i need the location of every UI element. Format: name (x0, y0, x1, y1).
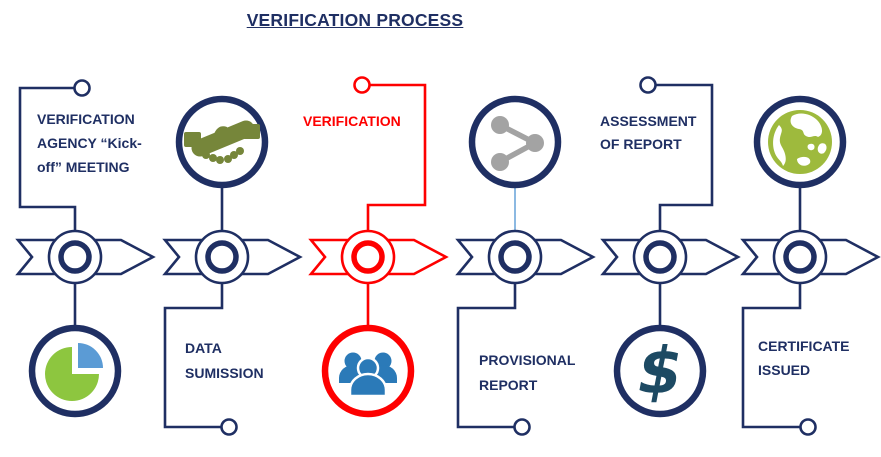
label-line: AGENCY “Kick- (37, 135, 142, 151)
label-line: DATA (185, 340, 222, 356)
timeline-node-ring (351, 240, 385, 274)
icon-circle (28, 324, 122, 418)
connector-line (741, 282, 802, 429)
people-group-icon (339, 352, 397, 398)
handshake-icon (184, 120, 260, 164)
connector-endpoint-dot (513, 418, 531, 436)
stage-label-verification-agency-kickoff-meeting: VERIFICATION AGENCY “Kick- off” MEETING (37, 107, 142, 179)
connector-endpoint-dot (353, 76, 371, 94)
connector-endpoint-dot (639, 76, 657, 94)
label-line: OF REPORT (600, 136, 682, 152)
stage-1 (18, 79, 122, 418)
stage-label-assessment-of-report: ASSESSMENT OF REPORT (600, 110, 696, 156)
stage-5: $ (613, 76, 714, 418)
timeline-node (194, 229, 250, 285)
diagram-title: VERIFICATION PROCESS (246, 10, 464, 30)
pie-chart-icon (45, 343, 103, 401)
stage-4 (456, 95, 562, 436)
label-line: ASSESSMENT (600, 113, 697, 129)
timeline (15, 238, 881, 276)
timeline-node-ring (498, 240, 532, 274)
connector-line (456, 282, 517, 429)
icon-circle (613, 324, 707, 418)
globe-icon (768, 110, 832, 174)
timeline-node (340, 229, 396, 285)
share-icon (491, 116, 544, 171)
timeline-node (772, 229, 828, 285)
timeline-node-ring (58, 240, 92, 274)
timeline-node (487, 229, 543, 285)
label-line: PROVISIONAL (479, 352, 576, 368)
connector-line (163, 282, 224, 429)
connector-endpoint-dot (220, 418, 238, 436)
connector-line (18, 86, 77, 232)
connector-line (656, 83, 714, 232)
connector-line (366, 83, 427, 232)
timeline-node (632, 229, 688, 285)
label-line: SUMISSION (185, 365, 264, 381)
stage-label-provisional-report: PROVISIONAL REPORT (479, 348, 575, 398)
timeline-node-ring (643, 240, 677, 274)
label-line: VERIFICATION (37, 111, 135, 127)
label-line: off” MEETING (37, 159, 130, 175)
connector-endpoint-dot (799, 418, 817, 436)
stage-label-verification: VERIFICATION (303, 112, 401, 130)
stage-3 (321, 76, 427, 418)
label-line: REPORT (479, 377, 538, 393)
label-line: CERTIFICATE (758, 338, 850, 354)
stage-6 (741, 95, 847, 436)
stage-2 (163, 95, 269, 436)
timeline-node-ring (783, 240, 817, 274)
label-line: ISSUED (758, 362, 811, 378)
dollar-icon: $ (638, 335, 683, 409)
timeline-node (47, 229, 103, 285)
stage-label-certificate-issued: CERTIFICATE ISSUED (758, 334, 850, 382)
icon-circle (468, 95, 562, 189)
stage-label-data-sumission: DATA SUMISSION (185, 336, 264, 386)
label-line: VERIFICATION (303, 113, 401, 129)
timeline-node-ring (205, 240, 239, 274)
connector-endpoint-dot (73, 79, 91, 97)
